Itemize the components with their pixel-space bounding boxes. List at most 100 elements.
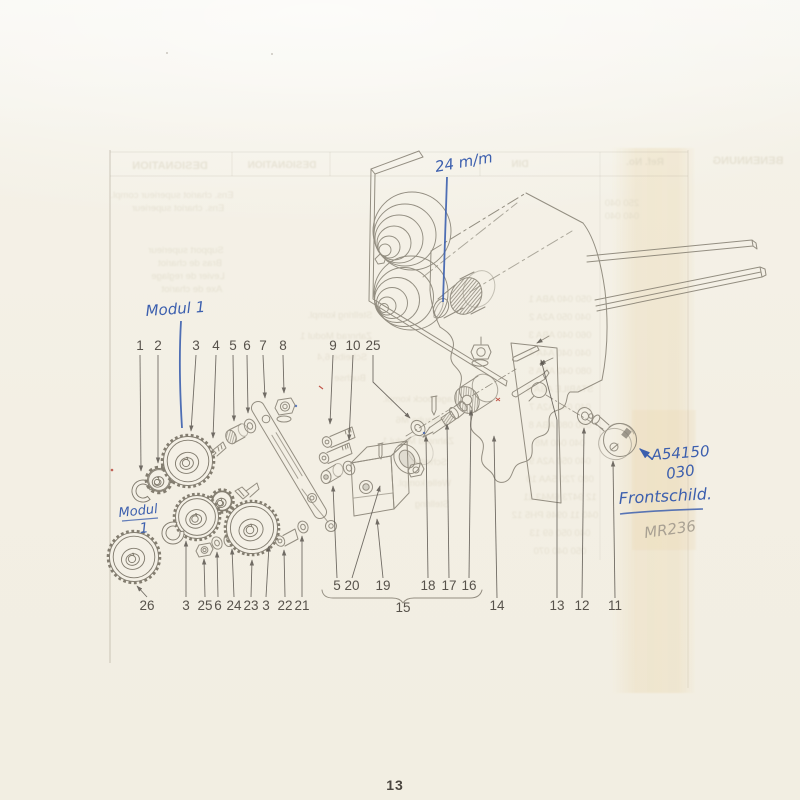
output-shaft-boss — [432, 270, 496, 319]
washer-6 — [243, 418, 257, 434]
ghost-row: Buchse — [334, 373, 366, 384]
ghost-row: 040 11 0946 PH5 12 — [512, 510, 598, 521]
modul-1-upper: Modul 1 — [145, 298, 206, 320]
screw-22 — [274, 528, 299, 547]
ghost-row: Levier de reglage — [151, 271, 224, 282]
socket-screws-9-10 — [318, 426, 356, 464]
table-rules — [109, 150, 689, 688]
part-number-label: 10 — [345, 338, 360, 353]
part-number-label: 19 — [375, 578, 390, 593]
ghost-row: 040 040 A2A 7 — [529, 402, 591, 413]
page-number: 13 — [386, 777, 404, 793]
ghost-row: Ref. No. — [626, 157, 664, 168]
leader-line — [136, 585, 148, 598]
paper-specks — [110, 52, 501, 472]
ghost-row: Scheibe 6,4 — [317, 352, 367, 363]
leader-line — [610, 460, 616, 599]
hex-nut-8 — [274, 397, 296, 423]
set-pin — [430, 395, 438, 416]
handwritten-annotations — [121, 176, 704, 522]
part-number-label: 2 — [154, 338, 162, 353]
bracket-15 — [321, 589, 483, 604]
bearing-block-19 — [350, 434, 434, 517]
part-number-label: 3 — [262, 598, 270, 613]
ghost-row: Axe de chariot — [161, 284, 222, 295]
sleeve-5 — [320, 463, 344, 484]
ghost-row: BENENNUNG — [713, 155, 784, 167]
part-number-label: 6 — [243, 338, 251, 353]
washer-mid — [342, 460, 356, 476]
gear-3b — [172, 492, 222, 542]
leader-line — [491, 435, 498, 599]
leader-line — [231, 354, 237, 422]
leader-line — [581, 427, 587, 599]
ghost-row: Welle kompl. — [397, 478, 451, 489]
part-number-label: 16 — [461, 578, 476, 593]
part-number-label: 5 — [333, 578, 341, 593]
leader-line — [201, 558, 207, 598]
leader-line — [210, 354, 217, 439]
part-number-label: 8 — [279, 338, 287, 353]
leader-line — [540, 359, 558, 598]
leader-line — [351, 485, 381, 579]
part-number-label: 17 — [441, 578, 456, 593]
ghost-row: 080 040 ABA 5 — [529, 366, 592, 377]
leader-line — [444, 423, 450, 579]
stud-nut — [470, 336, 492, 367]
leader-line — [468, 409, 474, 579]
part-number-label: 9 — [329, 338, 337, 353]
ghost-row: 050 040 070 — [534, 546, 587, 557]
part-number-label: 20 — [344, 578, 359, 593]
ghost-row: 040 050 A2A 2 — [529, 312, 591, 323]
ghost-row: Zahnrad Modul 1 — [382, 436, 454, 447]
leader-line — [347, 354, 354, 441]
ghost-row: 040 040 A4A 4 — [529, 348, 591, 359]
frontschild: Frontschild. — [618, 484, 712, 508]
leader-line — [281, 354, 287, 394]
knob-11 — [588, 413, 637, 461]
washer-6b — [211, 536, 223, 550]
leader-line — [189, 354, 197, 432]
part-number-label: 12 — [574, 598, 589, 613]
part-number-label: 13 — [549, 598, 564, 613]
part-number-label: 22 — [277, 598, 292, 613]
part-number-label: 25 — [365, 338, 380, 353]
slide-rails — [586, 239, 767, 312]
ghost-row: Bras de chariot — [158, 258, 222, 269]
leader-line — [372, 355, 411, 419]
washer-18 — [410, 419, 426, 437]
part-number-label: 3 — [192, 338, 200, 353]
leader-line — [230, 548, 235, 598]
part-number-label: 24 — [226, 598, 242, 613]
mounting-panel — [510, 335, 562, 504]
ghost-row: 040 040 — [605, 211, 639, 222]
part-number-label: 23 — [243, 598, 258, 613]
part-number-label: 25 — [197, 598, 212, 613]
paper-yellow-patch — [632, 410, 696, 550]
leader-line — [245, 354, 251, 414]
leader-line — [331, 485, 338, 579]
leader-line — [214, 551, 220, 598]
gear-housing — [422, 192, 608, 483]
ghost-row: Ens. chariot superieur — [132, 203, 224, 214]
gear-26 — [106, 529, 162, 585]
ghost-row: 060 040 ABA 3 — [529, 330, 592, 341]
ghost-row: 040 050 69 13 — [530, 528, 591, 539]
part-number-label: 15 — [395, 600, 410, 615]
part-number-label: 6 — [214, 598, 222, 613]
ghost-row: STABILE ABA 6 — [527, 384, 594, 395]
ghost-row: Scheibe — [413, 457, 447, 468]
leader-line — [423, 435, 429, 579]
spindle-17 — [422, 400, 468, 438]
circlip-1b — [161, 521, 185, 545]
ghost-row: Ens. chariot superieur compl. — [110, 190, 233, 201]
knurled-cyl-5 — [225, 423, 249, 445]
washer-21 — [297, 520, 309, 534]
cone-pulley-lower — [373, 255, 449, 331]
modul-lower-1: 1 — [139, 520, 149, 537]
part-number-label: 5 — [229, 338, 237, 353]
nut-25b — [195, 542, 214, 558]
ghost-row: DIN — [511, 159, 528, 170]
